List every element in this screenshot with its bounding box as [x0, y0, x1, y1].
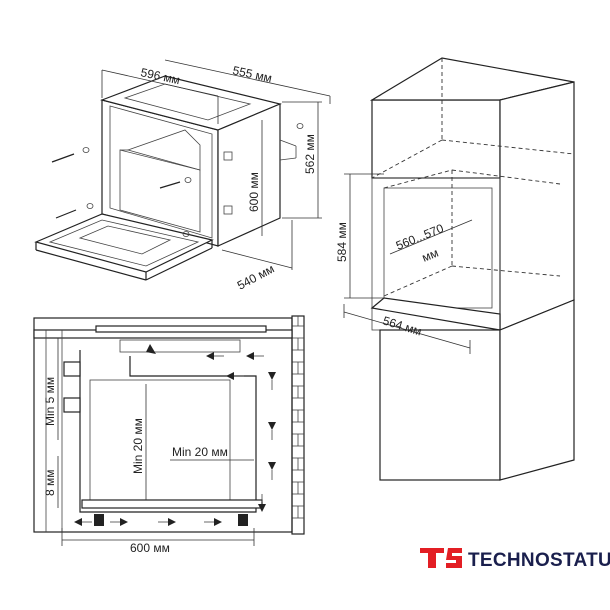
screw-icon: [51, 147, 90, 163]
airflow-arrows: [74, 344, 276, 526]
niche-height-label: 584 мм: [335, 222, 349, 262]
screw-icon: [296, 123, 304, 129]
vent-right-label: Min 20 мм: [172, 445, 228, 459]
gap-bottom-label: 8 мм: [43, 469, 57, 496]
screw-icon: [182, 231, 190, 237]
oven-inner-height-label: 600 мм: [247, 172, 261, 212]
oven-depth-label: 555 мм: [231, 63, 273, 85]
technostatus-logo: TECHNOSTATUS: [420, 548, 610, 571]
section-view: Min 5 мм 8 мм Min 20 мм Min 20 мм 600 мм: [33, 315, 305, 555]
cabinet-isometric-view: 584 мм 560...570 мм 564 мм: [335, 57, 575, 481]
vent-left-label: Min 20 мм: [131, 418, 145, 474]
niche-depth-label: 560...570: [394, 221, 446, 253]
screw-icon: [159, 177, 192, 189]
oven-height-label: 562 мм: [303, 134, 317, 174]
section-width-label: 600 мм: [130, 541, 170, 555]
oven-isometric-view: 596 мм 555 мм 562 мм 600 мм 540 мм: [34, 59, 331, 293]
screw-icon: [55, 203, 94, 219]
ts-logo-icon: [420, 548, 462, 568]
oven-inner-depth-label: 540 мм: [235, 262, 277, 293]
gap-top-label: Min 5 мм: [43, 377, 57, 426]
logo-wordmark: TECHNOSTATUS: [468, 550, 610, 571]
niche-depth-unit-label: мм: [420, 246, 441, 265]
